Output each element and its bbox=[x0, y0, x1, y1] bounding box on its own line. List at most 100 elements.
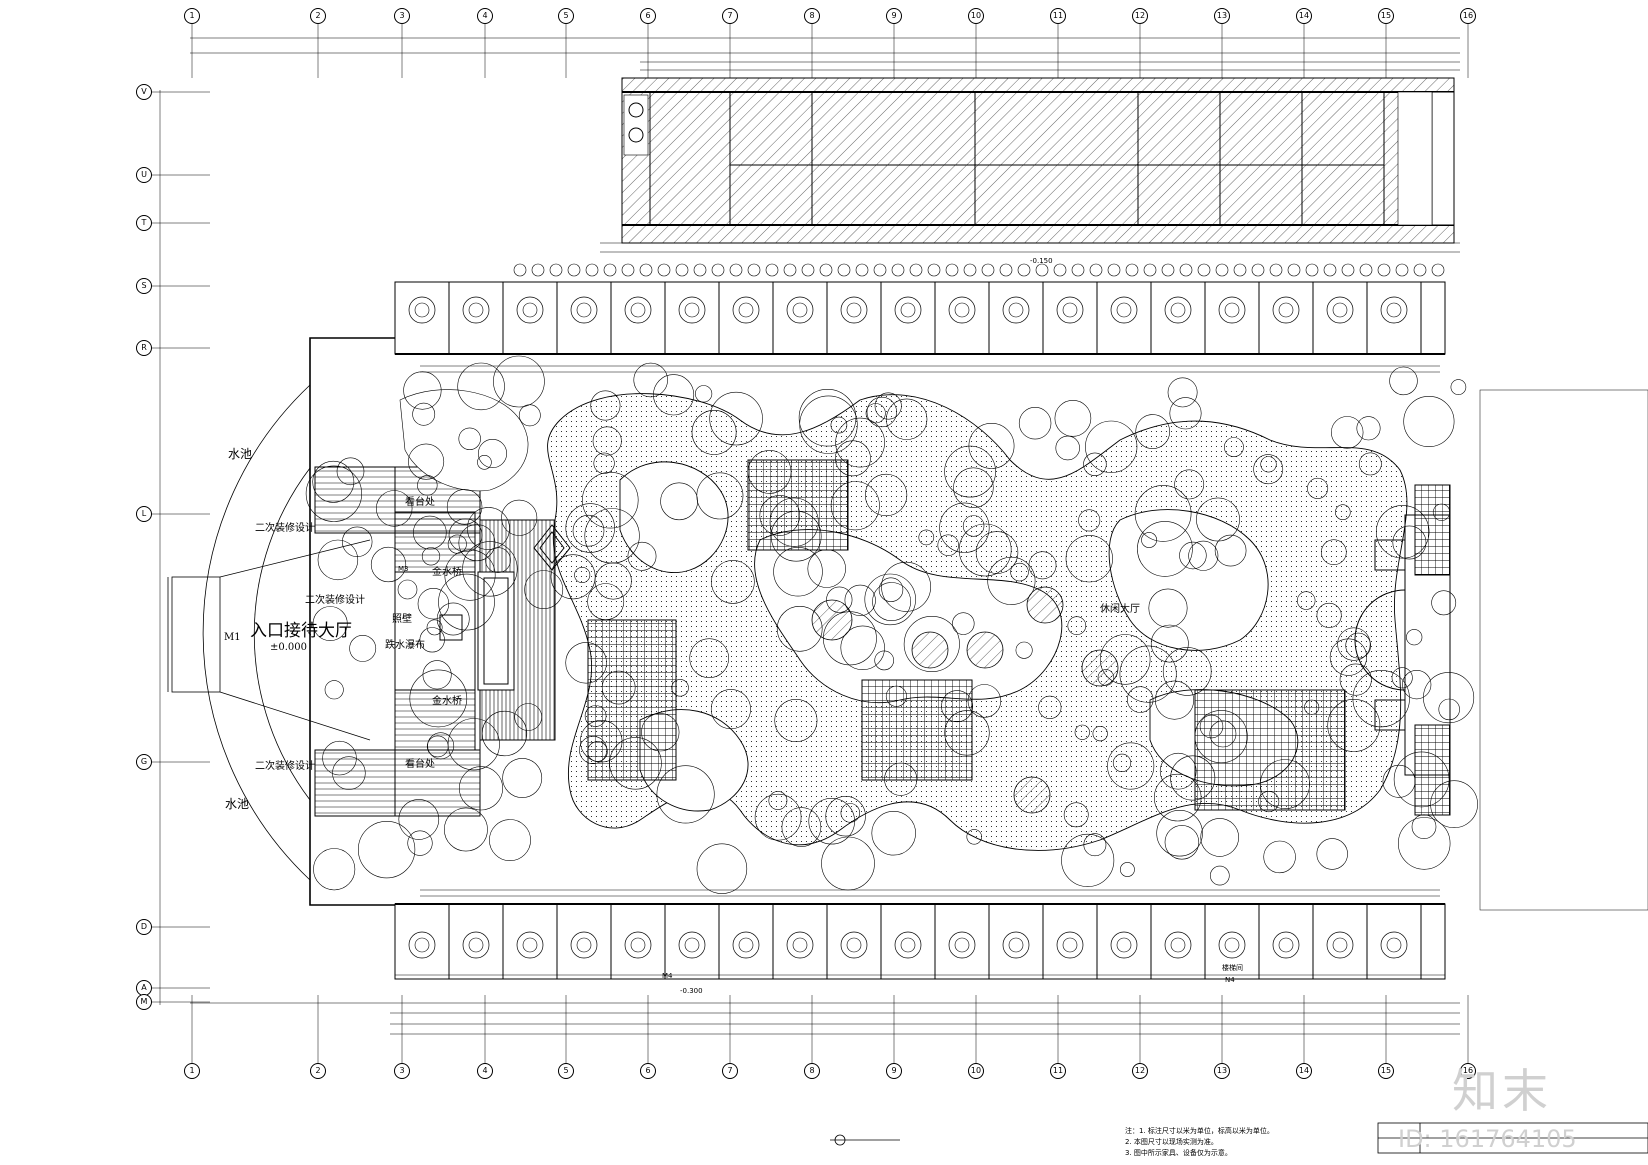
tree-icon bbox=[881, 561, 932, 612]
tree-icon bbox=[1209, 720, 1237, 748]
tree-icon bbox=[1327, 699, 1381, 752]
tree-icon bbox=[711, 263, 725, 277]
round-table-icon bbox=[576, 302, 592, 318]
entrance-building bbox=[309, 337, 571, 906]
tree-icon bbox=[770, 510, 822, 562]
tree-icon bbox=[417, 587, 450, 620]
tree-icon bbox=[417, 475, 438, 496]
tree-icon bbox=[962, 515, 985, 537]
tree-icon bbox=[1119, 645, 1177, 703]
tree-icon bbox=[653, 374, 695, 416]
tree-icon bbox=[1196, 497, 1240, 542]
column-axis-bubble: 9 bbox=[886, 8, 902, 24]
round-table-icon bbox=[900, 937, 916, 953]
tree-icon bbox=[1028, 551, 1057, 580]
tree-icon bbox=[489, 819, 531, 862]
tree-icon bbox=[1391, 667, 1413, 689]
round-table-icon bbox=[1164, 296, 1192, 324]
column-axis-bubble: 16 bbox=[1460, 8, 1476, 24]
note-line-3: 3. 图中所示家具、设备仅为示意。 bbox=[1125, 1149, 1232, 1157]
golden-bridge-bottom-label: 金水桥 bbox=[432, 696, 462, 707]
tree-icon bbox=[518, 404, 541, 427]
tree-icon bbox=[426, 735, 449, 758]
tree-icon bbox=[1389, 366, 1418, 396]
tree-icon bbox=[1035, 263, 1049, 277]
tree-icon bbox=[729, 263, 743, 277]
round-table-icon bbox=[1224, 302, 1240, 318]
column-axis-bubble: 14 bbox=[1296, 8, 1312, 24]
tree-icon bbox=[754, 793, 802, 841]
door-m4-label: M4 bbox=[662, 972, 673, 980]
column-axis-bubble: 10 bbox=[968, 1063, 984, 1079]
round-table-icon bbox=[948, 931, 976, 959]
round-table-icon bbox=[1386, 937, 1402, 953]
tree-icon bbox=[660, 482, 698, 521]
round-table-icon bbox=[786, 296, 814, 324]
tree-icon bbox=[349, 635, 377, 662]
tree-icon bbox=[584, 508, 640, 564]
round-table-icon bbox=[630, 937, 646, 953]
tree-icon bbox=[1092, 725, 1108, 742]
round-table-icon bbox=[1002, 931, 1030, 959]
tree-icon bbox=[801, 263, 815, 277]
drawing-notes: 注：1. 标注尺寸以米为单位，标高以米为单位。 2. 本图尺寸以现场实测为准。 … bbox=[1125, 1126, 1274, 1159]
round-table-icon bbox=[1278, 937, 1294, 953]
tree-icon bbox=[1345, 632, 1371, 659]
door-m3-label: M3 bbox=[398, 565, 409, 573]
round-table-icon bbox=[840, 296, 868, 324]
tree-icon bbox=[1304, 699, 1320, 715]
column-axis-bubble: 15 bbox=[1378, 1063, 1394, 1079]
tree-icon bbox=[1150, 624, 1189, 663]
row-axis-bubble: T bbox=[136, 215, 152, 231]
tree-icon bbox=[874, 392, 902, 420]
tree-icon bbox=[1337, 627, 1371, 661]
tree-icon bbox=[426, 619, 443, 636]
tree-icon bbox=[1169, 397, 1202, 430]
tree-icon bbox=[462, 541, 518, 597]
tree-icon bbox=[1137, 521, 1193, 577]
tree-icon bbox=[1197, 263, 1211, 277]
tree-icon bbox=[458, 524, 496, 562]
tree-icon bbox=[1321, 539, 1347, 566]
column-axis-bubble: 5 bbox=[558, 8, 574, 24]
tree-icon bbox=[773, 546, 823, 597]
note-line-2: 2. 本图尺寸以现场实测为准。 bbox=[1125, 1138, 1218, 1146]
tree-icon bbox=[565, 642, 607, 684]
tree-icon bbox=[313, 848, 356, 891]
tree-icon bbox=[1224, 437, 1244, 458]
tree-icon bbox=[693, 263, 707, 277]
tree-icon bbox=[641, 713, 680, 752]
tree-icon bbox=[918, 529, 935, 546]
column-axis-bubble: 1 bbox=[184, 8, 200, 24]
tree-icon bbox=[587, 741, 608, 762]
round-table-icon bbox=[792, 937, 808, 953]
tree-icon bbox=[1393, 751, 1450, 808]
tree-icon bbox=[1438, 698, 1460, 721]
column-axis-bubble: 7 bbox=[722, 1063, 738, 1079]
tree-icon bbox=[448, 518, 483, 553]
tree-icon bbox=[835, 440, 871, 477]
tree-icon bbox=[639, 263, 653, 277]
tree-icon bbox=[549, 263, 563, 277]
tree-icon bbox=[1179, 263, 1193, 277]
tree-icon bbox=[407, 830, 433, 856]
round-table-icon bbox=[1272, 931, 1300, 959]
tree-icon bbox=[927, 263, 941, 277]
tree-icon bbox=[587, 583, 625, 621]
tree-icon bbox=[436, 602, 470, 636]
tree-icon bbox=[1179, 541, 1207, 570]
tree-icon bbox=[1120, 862, 1135, 877]
tree-icon bbox=[1358, 452, 1382, 476]
round-table-icon bbox=[894, 931, 922, 959]
tree-icon bbox=[609, 737, 662, 790]
tree-icon bbox=[403, 371, 442, 410]
tree-icon bbox=[953, 467, 994, 508]
round-table-icon bbox=[1332, 302, 1348, 318]
tree-icon bbox=[502, 758, 543, 798]
tree-icon bbox=[872, 582, 912, 622]
round-table-icon bbox=[1062, 937, 1078, 953]
tree-icon bbox=[909, 263, 923, 277]
round-table-icon bbox=[684, 302, 700, 318]
tree-icon bbox=[886, 398, 928, 440]
round-table-icon bbox=[414, 937, 430, 953]
